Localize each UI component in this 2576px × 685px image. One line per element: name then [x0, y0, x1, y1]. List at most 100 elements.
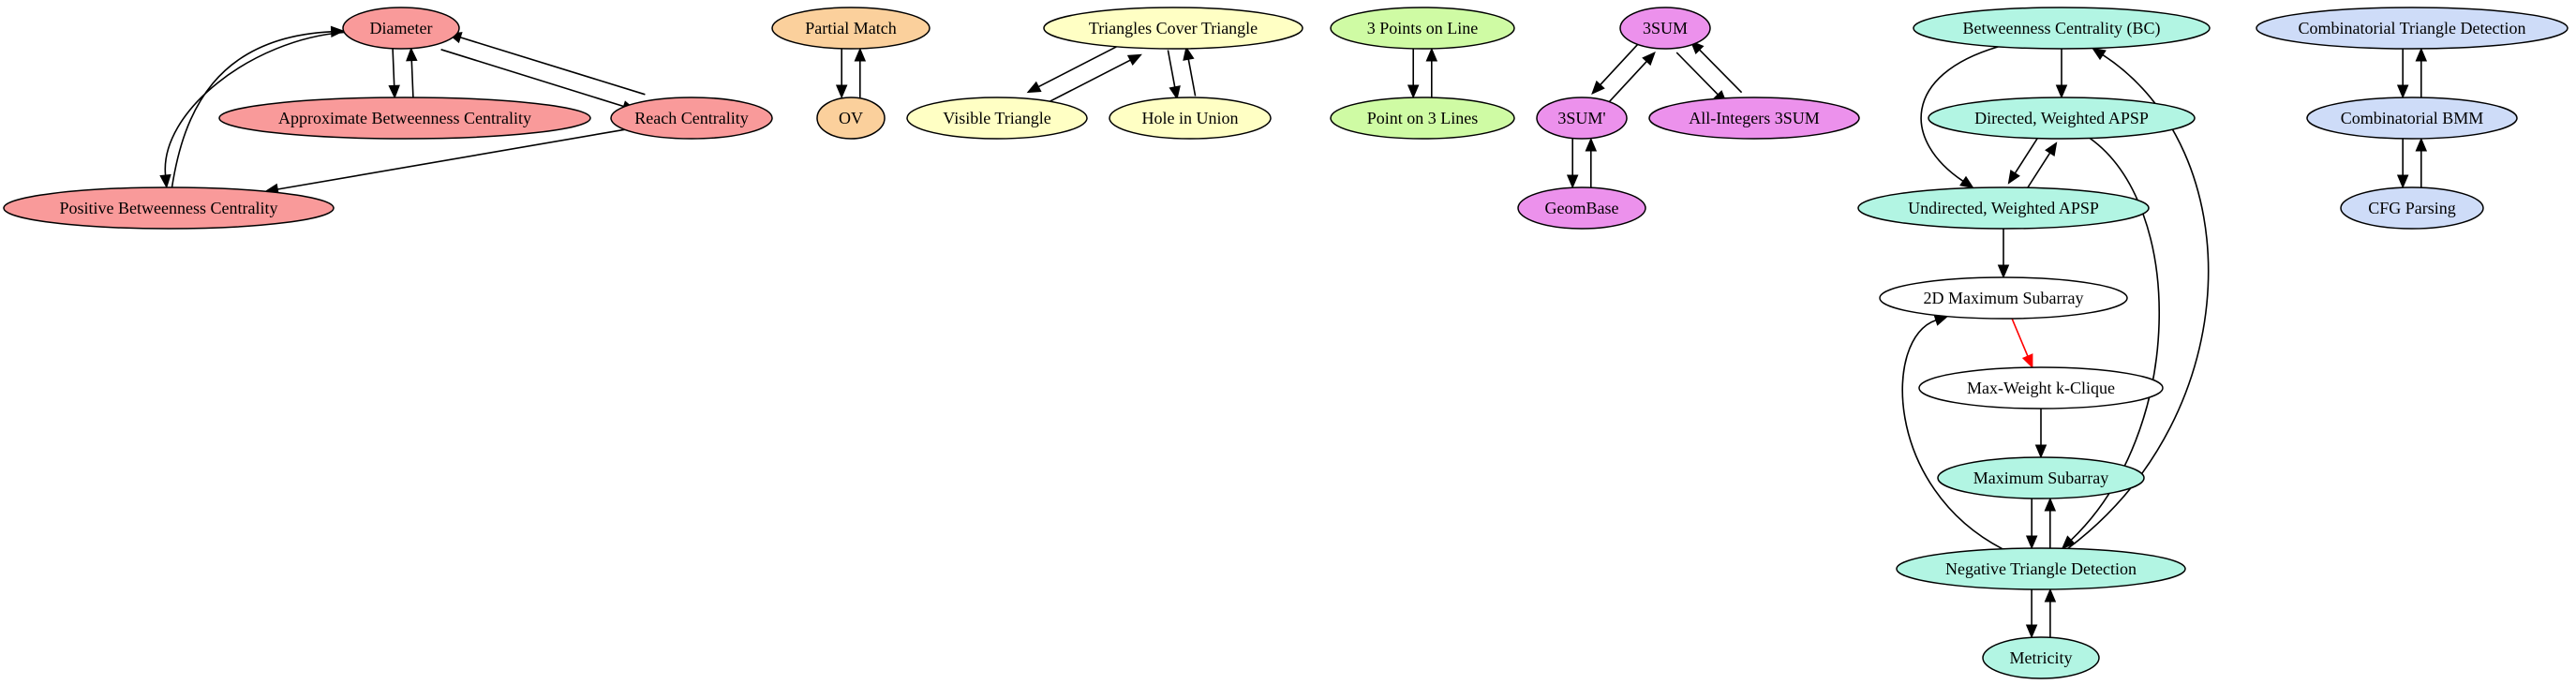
edge-metricity-to-neg-triangle: [2044, 588, 2057, 637]
edge-line: [1699, 49, 1743, 94]
node-ellipse: [2340, 186, 2484, 230]
edge-undir-apsp-to-max-subarray-2d: [1997, 229, 2010, 279]
edge-positive-bc-to-diameter: [171, 25, 345, 188]
edge-neg-triangle-to-max-subarray: [2044, 497, 2057, 548]
node-ellipse: [1619, 7, 1711, 50]
node-label: Maximum Subarray: [1973, 469, 2108, 487]
node-diameter: Diameter: [342, 7, 460, 50]
node-ellipse: [1330, 7, 1515, 50]
node-ellipse: [1982, 636, 2100, 679]
node-label: Hole in Union: [1142, 109, 1239, 127]
node-ellipse: [1043, 7, 1303, 50]
node-ellipse: [1536, 97, 1628, 140]
node-approx-bc: Approximate Betweenness Centrality: [218, 97, 591, 140]
edge-line: [1039, 59, 1131, 108]
edge-max-subarray-to-neg-triangle: [2025, 499, 2038, 550]
edge-reach-to-diameter: [447, 32, 646, 96]
edge-line: [164, 31, 345, 176]
arrowhead: [159, 173, 171, 189]
node-comb-triangle: Combinatorial Triangle Detection: [2256, 7, 2569, 50]
arrowhead: [1169, 85, 1181, 100]
edge-neg-triangle-to-metricity: [2025, 589, 2038, 639]
node-ellipse: [218, 97, 591, 140]
edge-comb-bmm-to-cfg-parsing: [2396, 139, 2409, 189]
arrowhead: [2034, 444, 2047, 459]
node-label: Undirected, Weighted APSP: [1908, 199, 2099, 217]
node-label: OV: [839, 109, 863, 127]
node-ellipse: [2306, 97, 2518, 140]
edge-line: [440, 49, 624, 108]
node-ellipse: [2256, 7, 2569, 50]
node-ellipse: [816, 97, 886, 140]
edge-threesum-prime-to-geombase: [1566, 139, 1579, 189]
edge-max-subarray-2d-to-max-k-clique: [2011, 318, 2033, 369]
edge-line: [392, 49, 395, 86]
arrowhead: [1183, 46, 1195, 61]
edge-all-int-3sum-to-threesum: [1690, 40, 1743, 94]
edge-line: [410, 60, 414, 97]
node-label: GeomBase: [1545, 199, 1619, 217]
arrowhead: [2044, 588, 2057, 603]
node-ellipse: [1517, 186, 1646, 230]
node-hole-in-union: Hole in Union: [1109, 97, 1272, 140]
node-label: Metricity: [2010, 648, 2073, 667]
arrowhead: [2415, 47, 2428, 62]
edge-line: [2024, 152, 2051, 192]
edge-line: [1901, 319, 2003, 550]
arrowhead: [2045, 141, 2058, 157]
edge-line: [460, 37, 646, 96]
node-label: All-Integers 3SUM: [1689, 109, 1819, 127]
node-ellipse: [1109, 97, 1272, 140]
node-threesum: 3SUM: [1619, 7, 1711, 50]
arrowhead: [1642, 52, 1656, 67]
node-neg-triangle: Negative Triangle Detection: [1896, 547, 2186, 590]
node-ellipse: [906, 97, 1088, 140]
edge-geombase-to-threesum-prime: [1585, 137, 1598, 187]
arrowhead: [835, 84, 848, 99]
edge-line: [1187, 59, 1197, 97]
node-ellipse: [771, 7, 931, 50]
node-label: CFG Parsing: [2368, 199, 2456, 217]
node-label: 3 Points on Line: [1367, 19, 1479, 37]
arrowhead: [1997, 264, 2010, 279]
arrowhead: [2092, 47, 2107, 61]
node-undir-apsp: Undirected, Weighted APSP: [1857, 186, 2150, 230]
node-visible-triangle: Visible Triangle: [906, 97, 1088, 140]
node-positive-bc: Positive Betweenness Centrality: [3, 186, 335, 230]
arrowhead: [2044, 497, 2057, 512]
edge-partial-match-to-ov: [835, 49, 848, 99]
node-bc: Betweenness Centrality (BC): [1913, 7, 2211, 50]
edge-threesum-prime-to-threesum: [1606, 52, 1656, 106]
node-ellipse: [342, 7, 460, 50]
node-three-points: 3 Points on Line: [1330, 7, 1515, 50]
node-label: 3SUM: [1643, 19, 1688, 37]
node-label: 2D Maximum Subarray: [1924, 289, 2084, 307]
arrowhead: [406, 47, 418, 62]
node-ellipse: [3, 186, 335, 230]
arrowhead: [1407, 84, 1420, 99]
node-partial-match: Partial Match: [771, 7, 931, 50]
edge-ov-to-partial-match: [854, 47, 867, 97]
edge-approx-bc-to-diameter: [406, 47, 418, 97]
node-label: Partial Match: [805, 19, 896, 37]
edge-threesum-to-all-int-3sum: [1675, 52, 1728, 105]
edge-line: [277, 128, 625, 190]
arrowhead: [1585, 137, 1598, 152]
edge-triangles-cover-to-hole-in-union: [1167, 50, 1181, 100]
edge-threesum-to-threesum-prime: [1591, 40, 1641, 95]
arrowhead: [2061, 535, 2076, 550]
node-ellipse: [1857, 186, 2150, 230]
arrowhead: [1026, 81, 1042, 94]
edge-hole-in-union-to-triangles-cover: [1183, 46, 1197, 97]
node-ov: OV: [816, 97, 886, 140]
node-point-on-3: Point on 3 Lines: [1330, 97, 1515, 140]
node-ellipse: [1648, 97, 1860, 140]
node-label: Max-Weight k-Clique: [1967, 379, 2115, 397]
node-all-int-3sum: All-Integers 3SUM: [1648, 97, 1860, 140]
arrowhead: [1959, 175, 1974, 189]
node-label: Directed, Weighted APSP: [1974, 109, 2149, 127]
node-label: Combinatorial Triangle Detection: [2299, 19, 2526, 37]
edge-undir-apsp-to-dir-apsp: [2024, 141, 2058, 192]
node-ellipse: [1879, 276, 2128, 320]
